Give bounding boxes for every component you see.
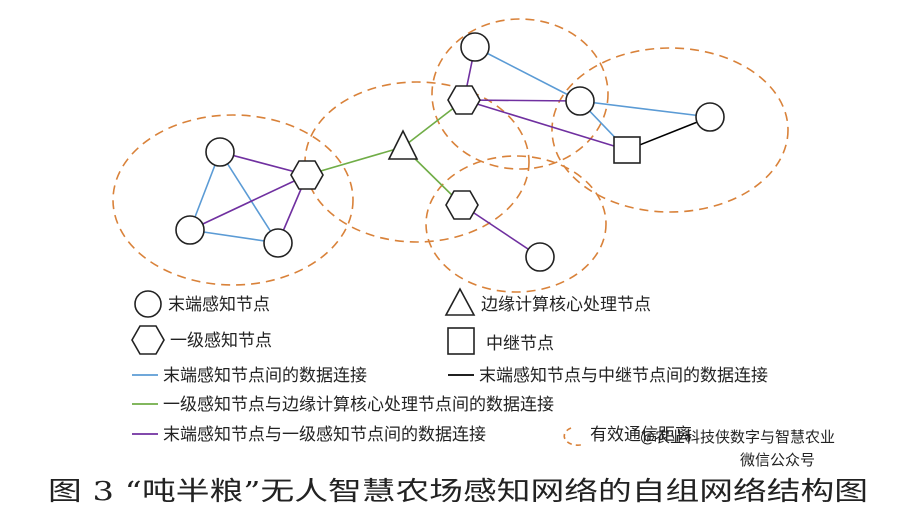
terminal-node [525, 242, 555, 272]
legend-terminal-primary-label: 末端感知节点与一级感知节点间的数据连接 [163, 425, 486, 445]
figure-caption: 图 3 “吨半粮”无人智慧农场感知网络的自组网络结构图 [48, 477, 868, 507]
terminal-node [460, 32, 490, 62]
relay-node-square [613, 136, 641, 164]
link-terminal-terminal [579, 100, 711, 118]
legend-terminal-node-label: 末端感知节点 [168, 295, 270, 315]
nodes [175, 32, 725, 272]
link-terminal-primary [463, 99, 581, 102]
range-ellipse-right [551, 47, 789, 213]
link-terminal-terminal [474, 46, 581, 102]
terminal-node [205, 137, 235, 167]
primary-node-hexagon [290, 160, 324, 190]
range-ellipse-center [304, 81, 530, 243]
watermark-line-2: 微信公众号 [740, 451, 815, 469]
legend-comm-range-label: 有效通信距离 [590, 425, 692, 445]
link-terminal-terminal [189, 229, 279, 244]
link-terminal-primary [189, 174, 308, 231]
legend: 末端感知节点 边缘计算核心处理节点 一级感知节点 中继节点 末端感知节点间的数据… [131, 287, 768, 446]
range-ellipse-left [112, 114, 354, 286]
legend-terminal-terminal-label: 末端感知节点间的数据连接 [163, 366, 367, 386]
link-terminal-primary [463, 99, 628, 151]
legend-terminal-relay-label: 末端感知节点与中继节点间的数据连接 [479, 366, 768, 386]
legend-primary-edge-label: 一级感知节点与边缘计算核心处理节点间的数据连接 [163, 395, 554, 415]
legend-circle-icon [134, 290, 162, 318]
range-ellipse-top [431, 18, 609, 170]
legend-dashed-ring-icon [563, 427, 585, 446]
primary-node-hexagon [445, 190, 479, 220]
legend-square-icon [447, 327, 475, 355]
link-terminal-primary [461, 204, 541, 258]
legend-relay-node-label: 中继节点 [486, 334, 554, 354]
link-terminal-terminal [219, 151, 279, 244]
legend-triangle-icon [444, 287, 476, 316]
primary-node-hexagon [447, 85, 481, 115]
legend-primary-node-label: 一级感知节点 [170, 331, 272, 351]
range-ellipse-bottom [425, 155, 607, 293]
terminal-node [695, 102, 725, 132]
link-terminal-relay [626, 116, 711, 151]
terminal-node [565, 86, 595, 116]
legend-edge-node-label: 边缘计算核心处理节点 [481, 295, 651, 315]
terminal-node [175, 215, 205, 245]
communication-ranges [112, 18, 789, 293]
legend-hexagon-icon [131, 325, 165, 355]
terminal-node [263, 228, 293, 258]
watermark-line-1: @农业科技侠数字与智慧农业 [640, 428, 835, 446]
edge-node-triangle [387, 129, 419, 160]
link-primary-edge [306, 146, 404, 176]
